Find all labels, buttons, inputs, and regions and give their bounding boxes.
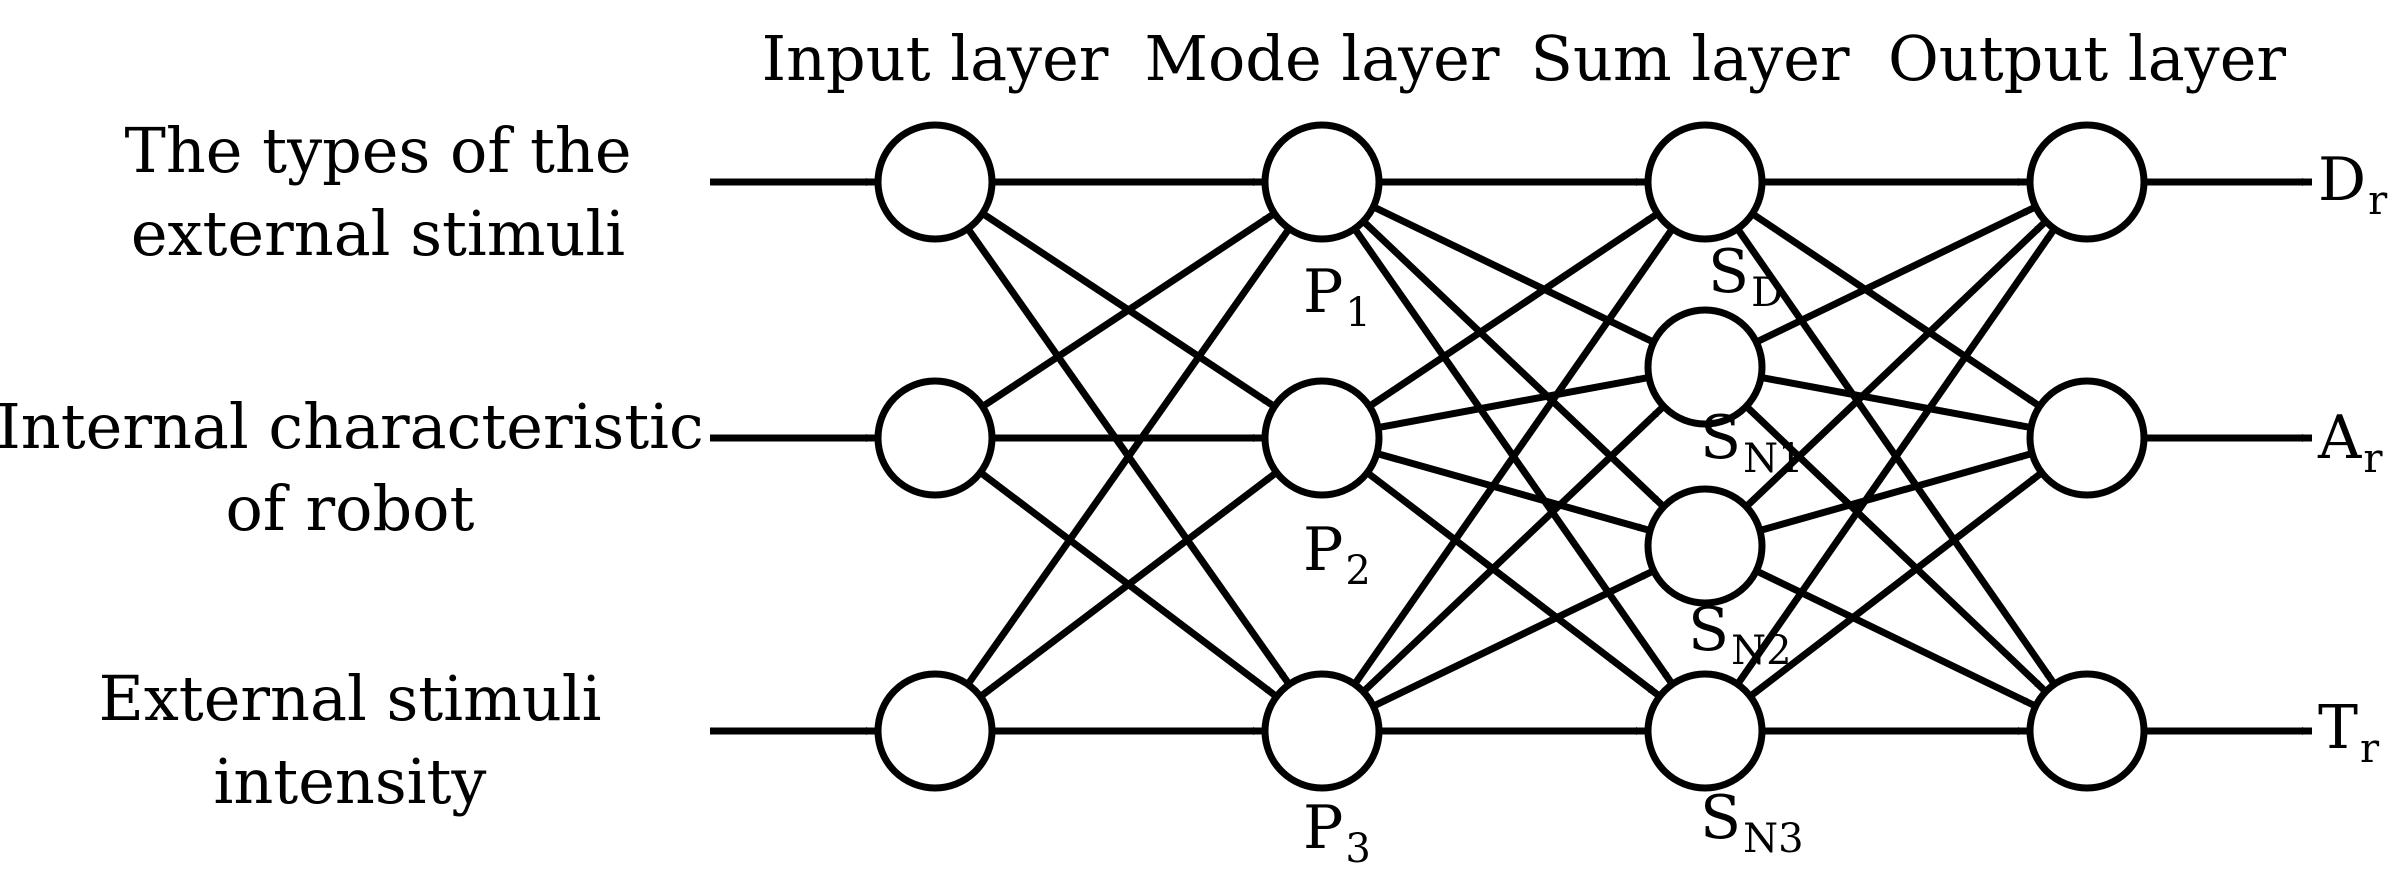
output-label-ar-sub: r	[2363, 436, 2383, 482]
mode-node-labels: P1 P2 P3	[1303, 257, 1371, 872]
output-node-3	[2026, 670, 2148, 792]
edge-mode-2-to-sum-2	[1377, 374, 1648, 432]
edge-sum-4-to-output-1	[1734, 228, 2057, 687]
mode-node-3	[1261, 670, 1383, 792]
output-label-tr-sub: r	[2360, 726, 2380, 772]
input-node-1	[874, 121, 996, 243]
input-label-2-line-1: Internal characteristic	[0, 390, 704, 463]
layer-title-output: Output layer	[1888, 22, 2286, 95]
edge-mode-2-to-sum-1	[1367, 211, 1658, 410]
edge-sum-2-to-output-3	[1743, 403, 2047, 693]
edge-sum-3-to-output-1	[1743, 220, 2047, 510]
edge-sum-4-to-output-2	[1748, 471, 2043, 700]
input-node-3	[874, 670, 996, 792]
mode-node-label-p2: P2	[1303, 515, 1371, 594]
sum-node-label-sn2-main: S	[1688, 595, 1729, 665]
output-label-dr-sub: r	[2368, 178, 2388, 224]
edge-sum-2-to-output-1	[1754, 204, 2036, 346]
edge-mode-2-to-sum-3	[1375, 450, 1650, 534]
input-label-1-line-2: external stimuli	[131, 197, 625, 270]
mode-node-label-p3-main: P	[1303, 793, 1343, 863]
mode-node-label-p3: P3	[1303, 793, 1371, 872]
mode-node-1	[1261, 121, 1383, 243]
edge-input-3-to-mode-1	[964, 228, 1291, 687]
edge-sum-1-to-output-2	[1750, 210, 2040, 409]
input-node-2	[874, 377, 996, 499]
layer-titles: Input layer Mode layer Sum layer Output …	[762, 22, 2287, 95]
sum-node-1	[1644, 121, 1766, 243]
edge-sum-3-to-output-2	[1758, 450, 2032, 534]
output-label-tr-main: T	[2318, 693, 2358, 763]
edge-input-3-to-mode-2	[978, 470, 1278, 700]
edge-mode-3-to-sum-3	[1371, 568, 1654, 710]
sum-node-label-sn3-main: S	[1700, 783, 1741, 853]
sum-node-label-sn2-sub: N2	[1731, 628, 1791, 674]
sum-node-label-sn1-sub: N1	[1743, 436, 1803, 482]
mode-node-label-p2-main: P	[1303, 515, 1343, 585]
mode-node-label-p1: P1	[1303, 257, 1371, 336]
input-labels: The types of the external stimuli Intern…	[0, 114, 704, 818]
edge-sum-2-to-output-2	[1760, 373, 2030, 431]
nodes	[874, 121, 2148, 792]
output-labels: Dr Ar Tr	[2317, 145, 2388, 772]
sum-node-label-sn1-main: S	[1700, 403, 1741, 473]
output-node-1	[2026, 121, 2148, 243]
sum-node-label-sd: SD	[1708, 237, 1783, 316]
mode-node-label-p2-sub: 2	[1345, 548, 1370, 594]
output-label-dr-main: D	[2318, 145, 2366, 215]
connections	[710, 178, 2312, 735]
mode-node-label-p1-main: P	[1303, 257, 1343, 327]
output-label-ar: Ar	[2317, 403, 2383, 482]
mode-node-label-p3-sub: 3	[1345, 826, 1370, 872]
output-label-ar-main: A	[2317, 403, 2362, 473]
edge-input-2-to-mode-1	[980, 211, 1275, 410]
output-node-2	[2026, 377, 2148, 499]
sum-node-label-sd-sub: D	[1751, 270, 1783, 316]
sum-node-2	[1644, 306, 1766, 428]
sum-node-label-sd-main: S	[1708, 237, 1749, 307]
input-label-1-line-1: The types of the	[124, 114, 631, 187]
edge-mode-3-to-sum-2	[1360, 405, 1665, 695]
sum-node-labels: SD SN1 SN2 SN3	[1688, 237, 1804, 862]
edge-mode-3-to-sum-1	[1351, 228, 1675, 687]
input-label-2-line-2: of robot	[226, 472, 475, 545]
output-label-dr: Dr	[2318, 145, 2388, 224]
sum-node-4	[1644, 670, 1766, 792]
output-label-tr: Tr	[2318, 693, 2380, 772]
input-label-3-line-2: intensity	[214, 745, 487, 818]
mode-node-label-p1-sub: 1	[1345, 290, 1370, 336]
sum-node-3	[1644, 485, 1766, 607]
input-label-3-line-1: External stimuli	[99, 662, 602, 735]
layer-title-input: Input layer	[762, 22, 1109, 95]
layer-title-sum: Sum layer	[1530, 22, 1849, 95]
layer-title-mode: Mode layer	[1144, 22, 1499, 95]
mode-node-2	[1261, 377, 1383, 499]
sum-node-label-sn3: SN3	[1700, 783, 1804, 862]
sum-node-label-sn1: SN1	[1700, 403, 1804, 482]
sum-node-label-sn3-sub: N3	[1743, 816, 1803, 862]
sum-node-label-sn2: SN2	[1688, 595, 1792, 674]
edge-mode-2-to-sum-4	[1365, 469, 1661, 698]
